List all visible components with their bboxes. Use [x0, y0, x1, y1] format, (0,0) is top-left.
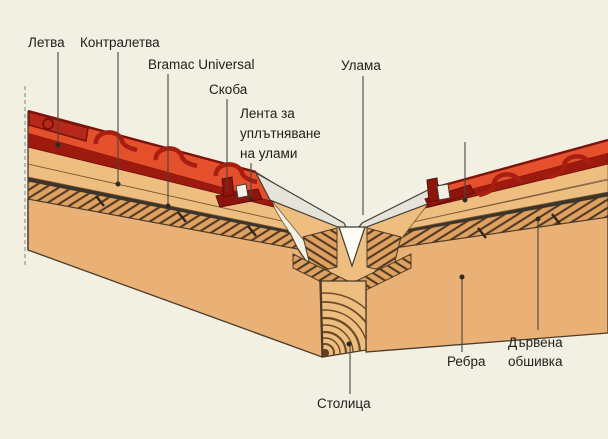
clamp-right-window: [436, 183, 451, 201]
left-tile-hump: [153, 146, 198, 169]
left-underlay-membrane: [28, 177, 290, 233]
right-tile-surface: [429, 140, 608, 200]
label-wood-sheathing-line1: Дървена: [508, 335, 563, 350]
label-rafters: Ребра: [447, 354, 486, 369]
right-board-joint: [551, 213, 561, 225]
tile-profile-curl: [42, 118, 54, 130]
left-tile-hump: [213, 162, 258, 185]
right-board-joint: [477, 227, 487, 239]
label-valley: Улама: [341, 58, 381, 73]
clamp-left-hook: [221, 176, 235, 198]
left-board-joint: [95, 195, 105, 207]
leader-dot-batten: [55, 142, 61, 148]
labels: Летва Контралетва Bramac Universal Скоба…: [28, 35, 563, 411]
corner-sheathing-wedge-left: [302, 227, 338, 274]
label-batten: Летва: [28, 35, 65, 50]
clamp-left-window: [235, 183, 249, 199]
leader-dot-clamp-right: [462, 197, 468, 203]
right-tile-hump: [548, 154, 593, 180]
right-underlay-membrane: [406, 192, 608, 232]
label-wood-sheathing-line2: обшивка: [508, 354, 563, 369]
label-underlay: Bramac Universal: [148, 57, 255, 72]
leader-dot-sealing-tape: [248, 196, 254, 202]
left-roof-slope: [27, 109, 323, 358]
left-tile-hump: [93, 130, 138, 153]
label-purlin: Столица: [317, 396, 371, 411]
left-board-joint: [247, 225, 257, 237]
label-sealing-tape-line3: на улами: [240, 146, 297, 161]
label-sealing-tape-line1: Лента за: [240, 106, 295, 121]
label-counter-batten: Контралетва: [80, 35, 160, 50]
left-board-joint: [177, 211, 187, 223]
leader-lines: [55, 52, 541, 394]
leader-dot-counter-batten: [115, 181, 121, 187]
right-tile-hump: [478, 172, 523, 198]
left-tile-surface: [28, 111, 272, 201]
leader-dot-underlay: [165, 203, 171, 209]
left-tile-ridge-edge: [27, 109, 257, 174]
clamp-right: [424, 177, 475, 208]
leader-dot-rafters: [459, 274, 465, 280]
label-clamp: Скоба: [209, 82, 248, 97]
right-roof-slope: [365, 138, 608, 353]
leader-dot-wood-sheathing: [535, 216, 541, 222]
leader-dot-purlin: [346, 341, 352, 347]
valley-channel-corner: [338, 226, 366, 268]
valley-corner: [254, 170, 440, 358]
label-sealing-tape-line2: уплътняване: [240, 126, 321, 141]
